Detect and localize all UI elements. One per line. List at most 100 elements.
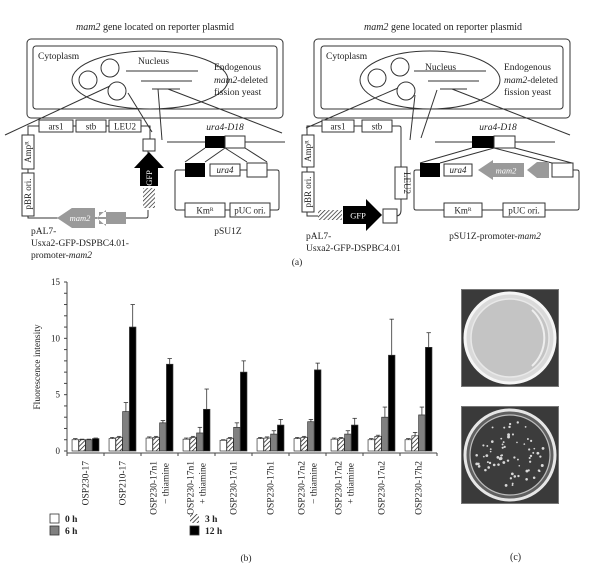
colony (527, 469, 530, 472)
colony (537, 452, 540, 455)
colony (486, 445, 489, 447)
colony (501, 443, 504, 446)
bar-3h-5 (263, 437, 271, 452)
bar-3h-6 (300, 437, 308, 452)
zoom-line (167, 88, 283, 134)
plasmid-circle-1 (367, 68, 387, 88)
ampr-label: Ampᴿ (303, 140, 313, 162)
colony (532, 451, 535, 454)
bar-12h-0 (92, 438, 100, 452)
homology-black-box (185, 163, 205, 177)
pbr-ori-box (301, 171, 315, 213)
x-tick-label: OSP230-17n2 (335, 461, 345, 515)
bar-0h-7 (330, 438, 338, 452)
panel-c-label: (c) (510, 552, 522, 563)
bar-12h-5 (277, 424, 285, 452)
locus-label: ura4-D18 (479, 123, 517, 133)
colony (489, 450, 492, 453)
promoter-hatch (318, 210, 342, 220)
colony (525, 477, 528, 481)
colony (529, 460, 532, 463)
bar-0h-1 (108, 438, 116, 452)
colony (516, 421, 519, 424)
colony (539, 455, 542, 458)
colony (532, 476, 536, 480)
y-tick-label: 15 (51, 277, 61, 287)
bar-3h-2 (152, 437, 160, 452)
colony (540, 464, 544, 467)
panel-a-diagram: mam2 gene located on reporter plasmid Cy… (4, 22, 580, 268)
bar-0h-5 (256, 438, 264, 452)
colony (538, 470, 541, 473)
psu1z-backbone (413, 169, 580, 211)
plasmid1-name-1: pAL7- (306, 232, 331, 242)
mam2-gene-arrow (478, 160, 524, 180)
bar-6h-9 (418, 414, 426, 452)
zoom-line (420, 89, 438, 139)
crossover-line (419, 147, 473, 164)
colony (511, 482, 514, 485)
plasmid2-name: pSU1Z (214, 227, 242, 237)
locus-white-box (493, 135, 516, 149)
x-tick-label: OSP210-17 (119, 461, 129, 506)
zoom-line (157, 88, 163, 141)
colony (513, 456, 516, 459)
bar-0h-4 (219, 439, 227, 452)
bar-0h-2 (145, 437, 153, 452)
legend-swatch-3h (190, 514, 199, 523)
y-axis-label: Fluorescence intensity (33, 324, 43, 409)
x-tick-label: OSP230-17 (82, 461, 92, 506)
cell-outer-box (26, 38, 284, 119)
legend-label: 6 h (65, 527, 78, 537)
petri-dish-empty (463, 291, 557, 385)
colony (533, 447, 536, 450)
bar-0h-0 (71, 439, 79, 452)
ura4-box (443, 163, 473, 177)
pbr-ori-box (21, 172, 35, 217)
puc-ori-label: pUC ori. (234, 206, 266, 216)
bar-6h-8 (381, 416, 389, 452)
x-tick-label: OSP230-17n1 (150, 461, 160, 515)
colony (496, 456, 500, 459)
stb-label: stb (372, 122, 383, 132)
kmr-box (184, 202, 226, 218)
bar-6h-7 (344, 433, 352, 452)
y-tick-label: 5 (56, 390, 61, 400)
promoter-arrow (97, 210, 126, 226)
kmr-box (443, 202, 483, 218)
bar-12h-8 (388, 354, 396, 452)
right-title: mam2 gene located on reporter plasmid (364, 22, 522, 33)
colony (504, 483, 508, 487)
kmr-label: Kmᴿ (454, 206, 472, 216)
bar-3h-1 (115, 437, 123, 452)
colony (477, 465, 481, 468)
x-tick-label: + thiamine (347, 463, 357, 504)
yeast-label-3: fission yeast (504, 87, 552, 98)
ars1-box (38, 119, 74, 133)
colony (488, 461, 492, 465)
crossover-line (224, 147, 248, 163)
x-tick-label: OSP230-17h1 (267, 461, 277, 515)
promoter-hatch (143, 188, 155, 208)
colony (508, 425, 511, 429)
puc-ori-label: pUC ori. (508, 206, 540, 216)
ura4-label: ura4 (216, 165, 234, 175)
gfp-arrow (134, 152, 164, 186)
colony (486, 461, 489, 464)
gfp-label: GFP (144, 170, 154, 186)
bar-6h-1 (122, 411, 130, 452)
locus-label: ura4-D18 (206, 123, 244, 133)
colony (529, 454, 533, 458)
zoom-line (4, 85, 111, 136)
promoter-arrow (527, 162, 549, 178)
ars1-label: ars1 (49, 122, 64, 132)
x-tick-label: + thiamine (199, 463, 209, 504)
zoom-line (305, 87, 399, 129)
panel-a-label: (a) (292, 257, 303, 268)
y-tick-label: 0 (56, 446, 61, 456)
plasmid1-name-1: pAL7- (31, 227, 56, 237)
leu2-box (394, 166, 408, 200)
bar-3h-3 (189, 437, 197, 452)
locus-black-box (472, 136, 494, 148)
